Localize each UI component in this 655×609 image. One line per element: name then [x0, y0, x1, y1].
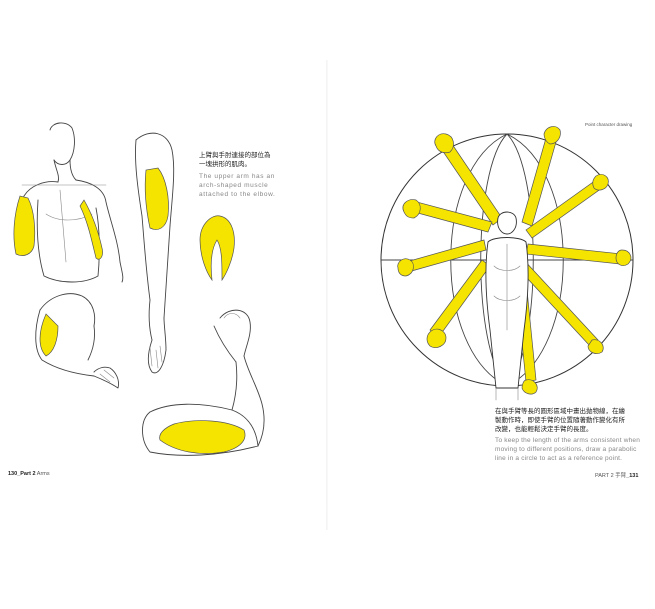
flexed-arm-figure	[142, 309, 265, 456]
right-triceps-highlight	[79, 199, 103, 260]
caption-en-line: line in a circle to act as a reference p…	[495, 455, 623, 462]
book-gutter	[326, 60, 328, 530]
bent-arm-highlight	[39, 313, 59, 357]
right-caption-chinese: 在與手臂等長的圓形區域中畫出拋物線，在繪 製動作時，即使手臂的位置隨著動作變化有…	[495, 407, 625, 434]
section-header: Point character drawing	[585, 122, 633, 127]
folio-part: _Part 2	[17, 471, 36, 477]
caption-en-line: The upper arm has an	[199, 173, 275, 180]
bent-arm-figure	[35, 293, 119, 389]
caption-zh-line: 製動作時，即使手臂的位置隨著動作變化有所	[495, 417, 625, 424]
radiating-arms	[397, 126, 632, 395]
left-caption-english: The upper arm has an arch-shaped muscle …	[199, 172, 275, 199]
left-triceps-highlight	[13, 195, 36, 256]
caption-zh-line: 改變，也能輕鬆決定手臂的長度。	[495, 426, 593, 433]
folio-part: PART 2 手臂	[595, 473, 627, 479]
caption-zh-line: 上臂與手肘連接的部位為	[199, 152, 271, 159]
left-caption-chinese: 上臂與手肘連接的部位為 一塊拱形的肌肉。	[199, 151, 271, 169]
right-folio: PART 2 手臂_131	[595, 471, 638, 479]
right-caption-english: To keep the length of the arms consisten…	[495, 436, 640, 463]
caption-zh-line: 在與手臂等長的圓形區域中畫出拋物線，在繪	[495, 408, 625, 415]
arm-range-diagram	[380, 126, 634, 401]
folio-section: Arms	[36, 471, 50, 477]
standing-arm-figure	[135, 132, 175, 374]
caption-en-line: attached to the elbow.	[199, 191, 276, 198]
muscle-shape-figure	[199, 215, 235, 282]
caption-zh-line: 一塊拱形的肌肉。	[199, 161, 251, 168]
caption-en-line: moving to different positions, draw a pa…	[495, 446, 637, 453]
page-number: _131	[626, 473, 639, 479]
central-torso	[485, 211, 529, 401]
back-torso-figure	[13, 122, 124, 283]
right-page: Point character drawing	[327, 0, 655, 609]
caption-en-line: arch-shaped muscle	[199, 182, 269, 189]
page-number: 130	[8, 471, 18, 477]
left-folio: 130_Part 2 Arms	[8, 471, 50, 477]
upper-arm-highlight	[144, 167, 169, 230]
forearm-highlight	[159, 420, 246, 454]
left-page-illustrations	[13, 122, 265, 456]
caption-en-line: To keep the length of the arms consisten…	[495, 437, 641, 444]
left-page: 上臂與手肘連接的部位為 一塊拱形的肌肉。 The upper arm has a…	[0, 0, 327, 609]
